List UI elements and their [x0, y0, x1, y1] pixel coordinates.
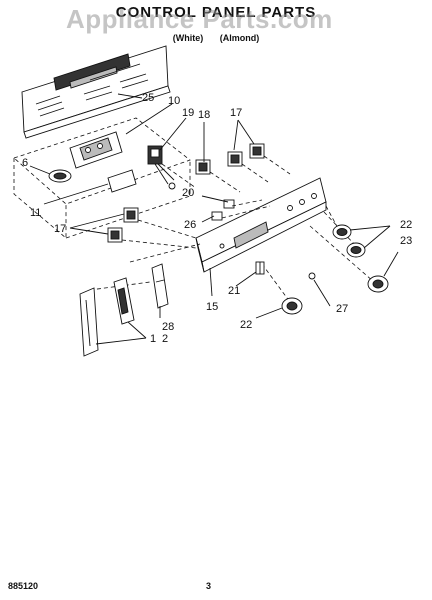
dashed-housing-frame	[13, 117, 191, 239]
dashed-wiring-guides	[89, 155, 375, 303]
callout-23: 23	[400, 235, 412, 247]
callout-labels: 25 10 19 18 17 6 11 20 26 17 22 23 21 15…	[22, 92, 412, 345]
callout-2: 2	[162, 333, 168, 345]
part-2-end-cap	[113, 277, 135, 325]
part-21-clip	[255, 261, 265, 275]
callout-28: 28	[162, 321, 174, 333]
part-28-end-cap	[151, 263, 169, 309]
callout-6: 6	[22, 157, 28, 169]
callout-21: 21	[228, 285, 240, 297]
callout-17-left: 17	[54, 223, 66, 235]
part-25-rear-panel	[21, 45, 171, 139]
footer-page-number: 3	[206, 581, 212, 591]
callout-22-bottom: 22	[240, 319, 252, 331]
callout-17-top: 17	[230, 107, 242, 119]
callout-18: 18	[198, 109, 210, 121]
callout-25: 25	[142, 92, 154, 104]
callout-27: 27	[336, 303, 348, 315]
part-1-side-trim	[79, 287, 99, 357]
callout-1: 1	[150, 333, 156, 345]
part-6-connector	[48, 169, 72, 183]
callout-10: 10	[168, 95, 180, 107]
part-17-switches-top	[227, 143, 265, 167]
callout-26: 26	[184, 219, 196, 231]
diagram-title: CONTROL PANEL PARTS	[115, 4, 317, 21]
part-27-pin	[308, 272, 316, 280]
part-11-card	[107, 169, 137, 193]
part-20-fitting	[211, 199, 235, 221]
callout-11: 11	[30, 207, 41, 219]
callout-20: 20	[182, 187, 194, 199]
part-22-23-knobs	[281, 224, 389, 315]
callout-22-right: 22	[400, 219, 412, 231]
part-15-control-panel	[195, 177, 327, 273]
callout-19: 19	[182, 107, 194, 119]
diagram-colors: (White) (Almond)	[172, 33, 260, 43]
part-17-switches-left	[107, 207, 139, 243]
footer-doc-number: 885120	[8, 581, 39, 591]
leader-lines	[29, 93, 399, 345]
callout-15: 15	[206, 301, 218, 313]
part-19-switch	[147, 145, 176, 190]
part-10-bracket	[69, 131, 123, 169]
part-18-switch	[195, 159, 211, 175]
